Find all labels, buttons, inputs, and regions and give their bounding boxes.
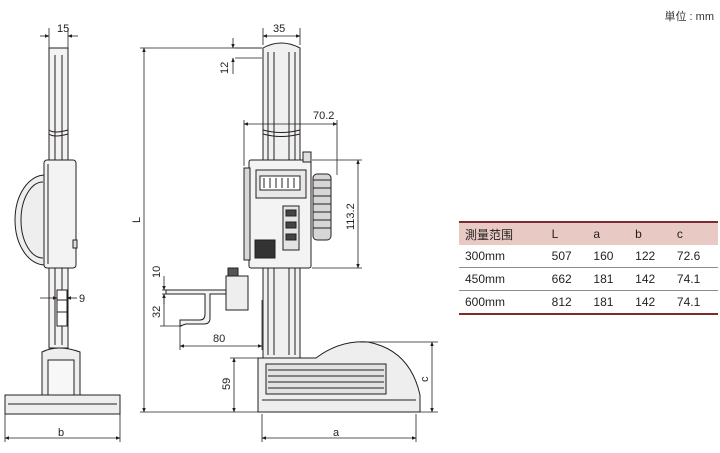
front-dimensions [140,28,438,442]
cell-l: 507 [545,245,588,268]
cell-b: 142 [629,267,671,291]
dim-side-base: b [58,427,64,439]
header-b: b [629,222,671,245]
header-l: L [545,222,588,245]
cell-l: 812 [545,290,588,315]
side-dimensions [4,28,121,442]
cell-range: 600mm [459,290,546,315]
table-row: 600mm 812 181 142 74.1 [459,290,718,315]
dim-side-width: 15 [57,23,69,35]
unit-label: 単位 : mm [664,11,715,23]
dim-side-slot: 9 [79,293,85,305]
dim-scriber-height: 32 [151,306,163,318]
dim-slider-height: 113.2 [345,203,357,230]
header-range: 測量范围 [459,222,546,245]
cell-l: 662 [545,267,588,291]
cell-a: 181 [587,267,630,291]
dim-scriber-reach: 80 [213,333,225,345]
side-view [4,47,121,415]
cell-range: 300mm [459,245,546,268]
dim-total-height: L [131,217,143,223]
dim-base-height-c: c [419,376,431,382]
cell-c: 74.1 [670,267,718,291]
cell-b: 122 [629,245,671,268]
cell-a: 181 [587,290,630,315]
dim-slider-width: 70.2 [313,110,334,122]
header-a: a [587,222,630,245]
table-row: 300mm 507 160 122 72.6 [459,245,718,268]
table-row: 450mm 662 181 142 74.1 [459,267,718,291]
header-c: c [670,222,718,245]
dim-scriber-thickness: 10 [151,266,163,278]
cell-b: 142 [629,290,671,315]
spec-table: 測量范围 L a b c 300mm 507 160 122 72.6 450m… [459,221,718,315]
spec-header-row: 測量范围 L a b c [459,222,718,245]
dim-base-height: 59 [221,378,233,390]
dim-top-width: 35 [273,23,285,35]
dim-top-step: 12 [219,62,231,74]
dim-base-length: a [333,427,340,439]
cell-a: 160 [587,245,630,268]
front-view [165,42,421,413]
cell-c: 74.1 [670,290,718,315]
cell-range: 450mm [459,267,546,291]
cell-c: 72.6 [670,245,718,268]
